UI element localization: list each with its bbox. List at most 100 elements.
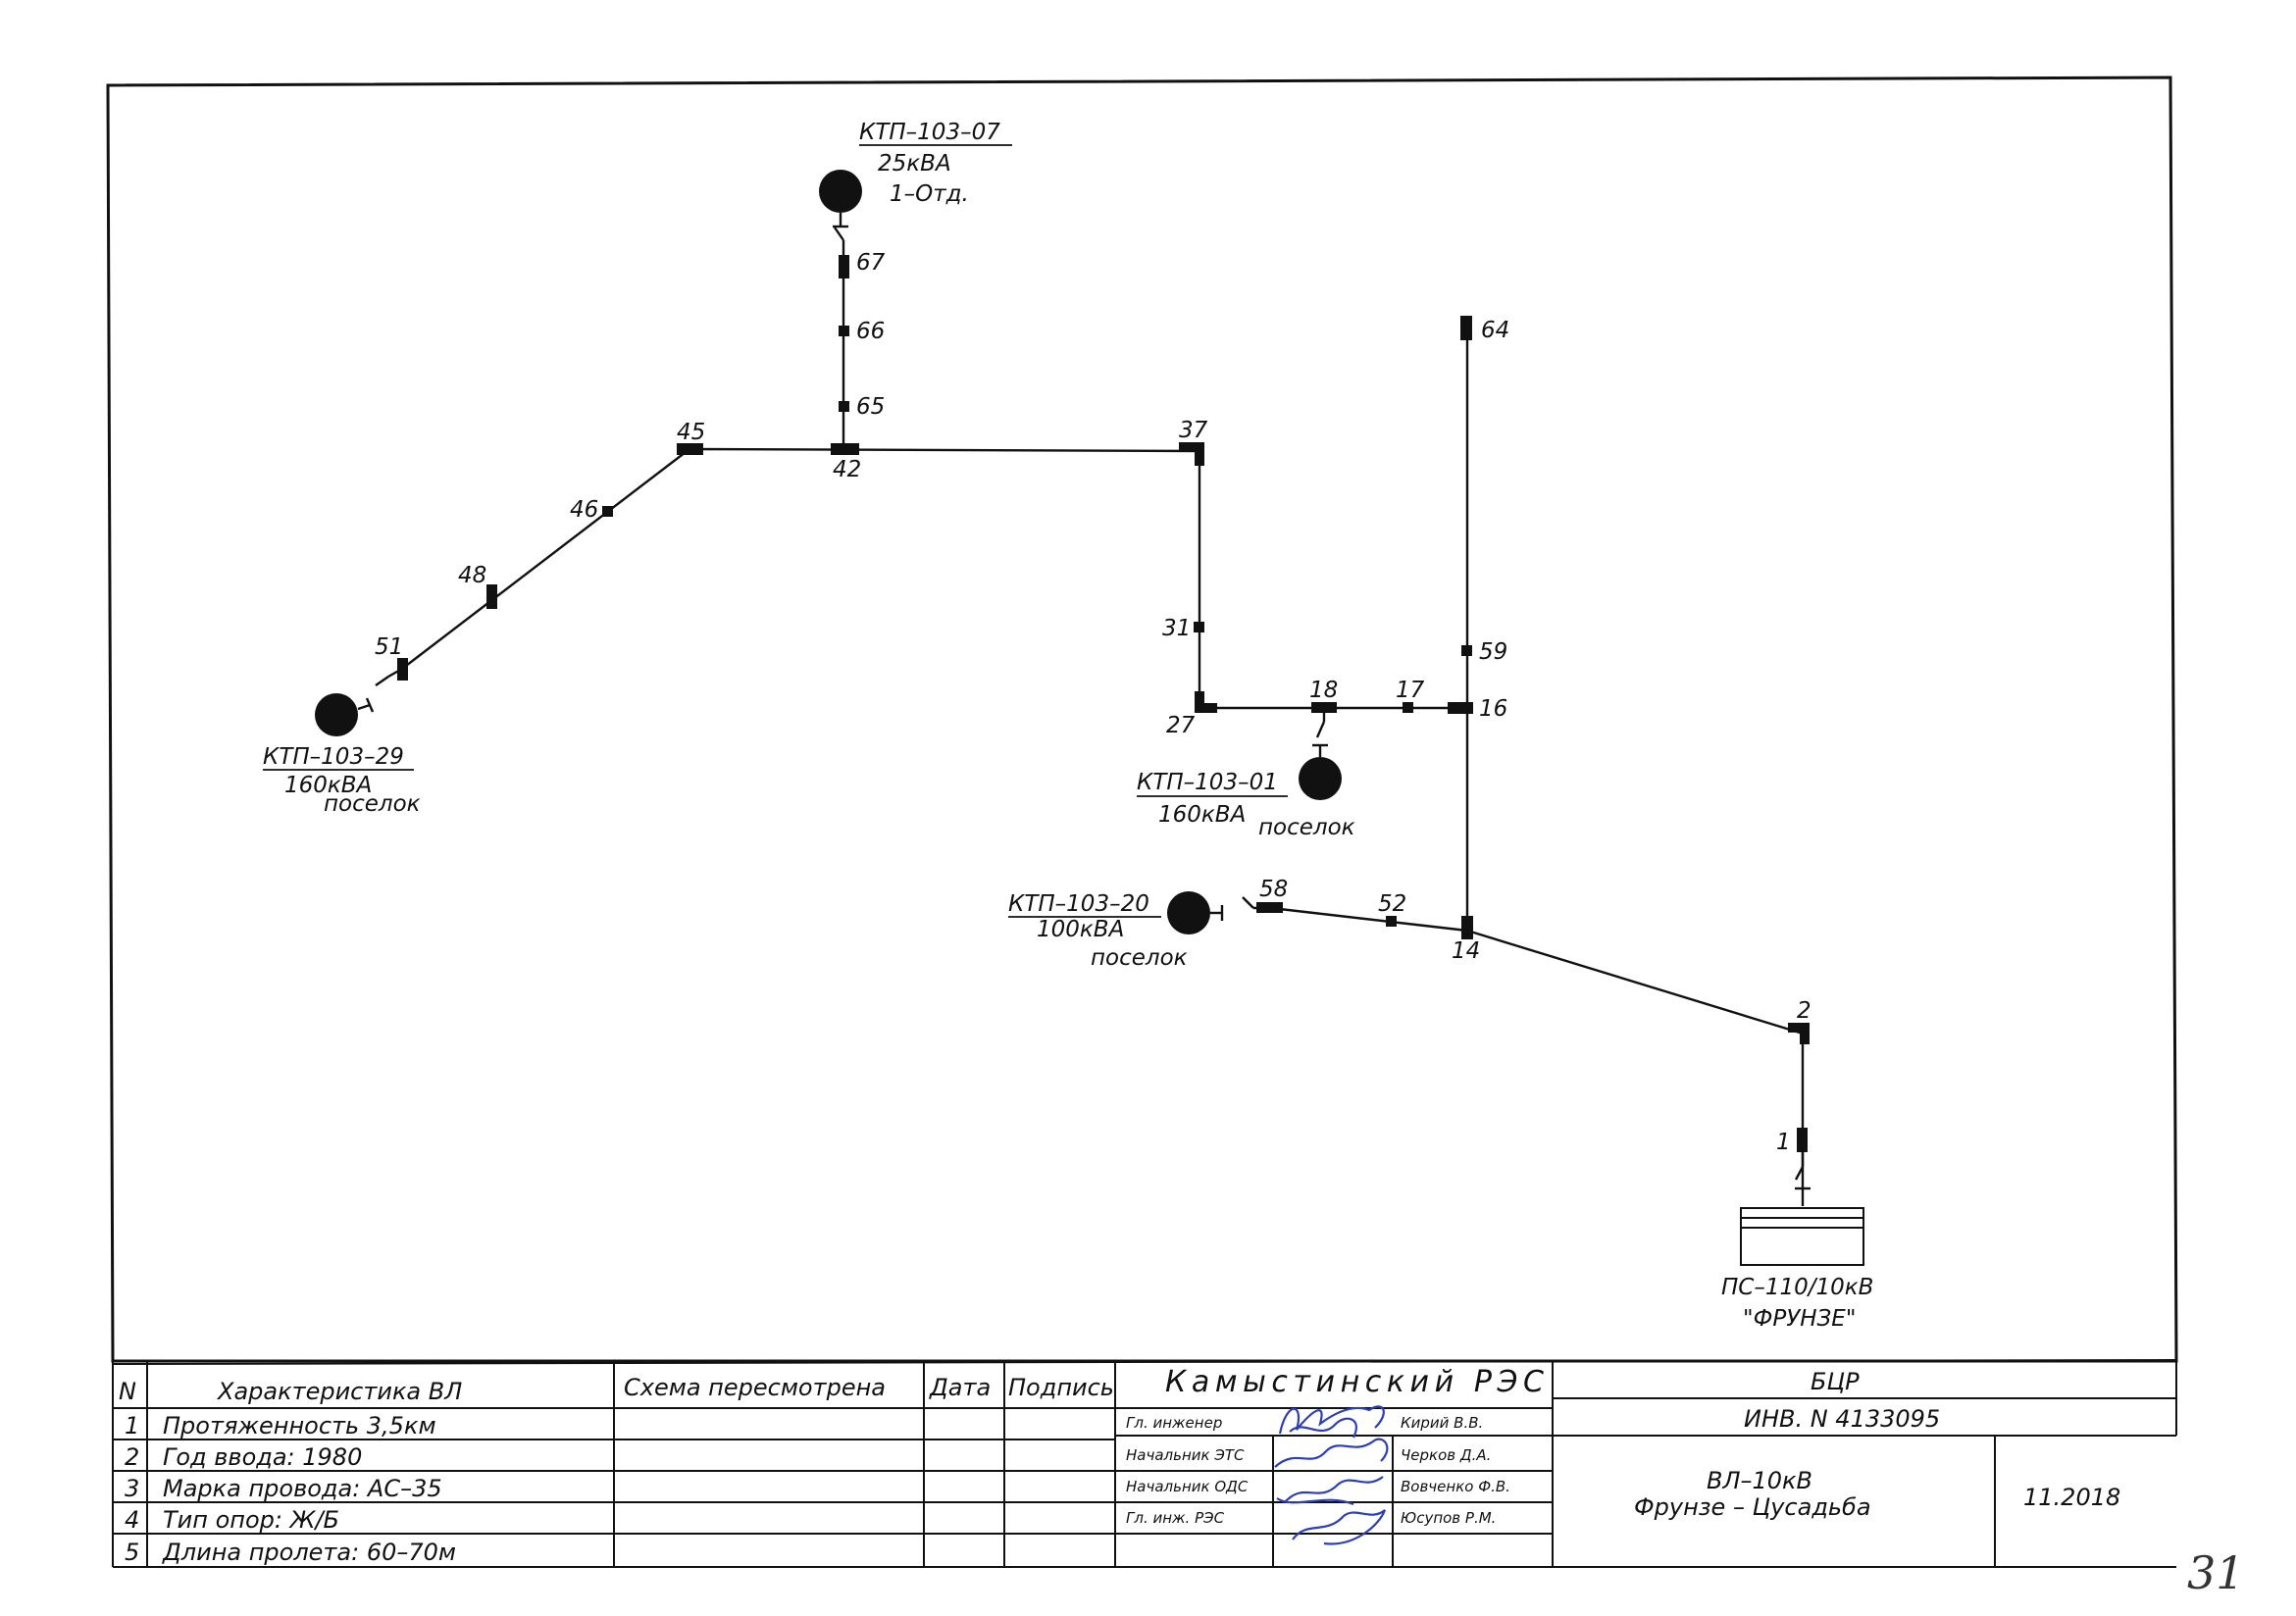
pole-27 <box>1195 691 1204 713</box>
pole-16 <box>1448 702 1473 714</box>
signer-3-name: Вовченко Ф.В. <box>1401 1478 1510 1495</box>
pole-51 <box>397 658 408 681</box>
pole-label-66: 66 <box>856 319 885 344</box>
pole-label-64: 64 <box>1481 318 1509 343</box>
pole-label-46: 46 <box>570 497 598 523</box>
signer-4-name: Юсупов Р.М. <box>1401 1509 1496 1527</box>
pole-52 <box>1386 916 1397 927</box>
ktp-103-07-label: КТП–103–07 25кВА 1–Отд. <box>859 120 1012 207</box>
ktp-103-29-name: КТП–103–29 <box>263 744 404 770</box>
pole-1 <box>1797 1128 1808 1152</box>
page-number: 31 <box>2187 1546 2245 1599</box>
ktp-103-01-label: КТП–103–01 160кВА поселок <box>1137 770 1355 840</box>
ktp-symbols <box>315 170 1342 934</box>
ktp-103-20-power: 100кВА <box>1037 917 1124 942</box>
ktp-103-29-symbol <box>315 693 358 736</box>
ktp-103-07-symbol <box>819 170 862 213</box>
main-substation-title: "ФРУНЗЕ" <box>1743 1306 1856 1332</box>
ktp-103-29-label: КТП–103–29 160кВА поселок <box>263 744 421 817</box>
row-3-text: Марка провода: АС–35 <box>163 1475 442 1502</box>
pole-58 <box>1256 902 1283 913</box>
ktp-103-20-label: КТП–103–20 100кВА поселок <box>1008 891 1188 971</box>
organization-name: Камыстинский РЭС <box>1165 1365 1544 1399</box>
pole-2b <box>1800 1023 1810 1044</box>
pole-label-16: 16 <box>1479 696 1507 722</box>
ktp-103-29-note: поселок <box>324 791 421 817</box>
pole-label-27: 27 <box>1166 713 1196 738</box>
main-substation-symbol <box>1740 1182 1864 1266</box>
department: БЦР <box>1811 1368 1860 1395</box>
overhead-line-wires <box>375 227 1805 1182</box>
row-4-text: Тип опор: Ж/Б <box>163 1506 339 1534</box>
pole-label-48: 48 <box>458 563 486 588</box>
pole-label-31: 31 <box>1162 616 1191 641</box>
pole-65 <box>839 401 849 412</box>
main-substation-label: ПС–110/10кВ "ФРУНЗЕ" <box>1721 1275 1873 1332</box>
scheme-date: 11.2018 <box>2023 1484 2120 1511</box>
row-5-text: Длина пролета: 60–70м <box>162 1539 456 1566</box>
poles <box>397 255 1810 1152</box>
line-name: ВЛ–10кВ <box>1707 1467 1812 1494</box>
header-review: Схема пересмотрена <box>624 1374 886 1401</box>
main-substation-name: ПС–110/10кВ <box>1721 1275 1873 1300</box>
pole-label-67: 67 <box>856 250 886 276</box>
pole-14 <box>1461 916 1473 939</box>
line-route: Фрунзе – Цусадьба <box>1634 1493 1871 1521</box>
pole-label-65: 65 <box>856 394 885 420</box>
pole-label-1: 1 <box>1776 1130 1791 1155</box>
signer-1-name: Кирий В.В. <box>1401 1414 1483 1432</box>
pole-48 <box>486 584 497 609</box>
row-2-n: 2 <box>125 1443 139 1471</box>
ktp-103-29-power: 160кВА <box>284 773 372 798</box>
ktp-103-20-note: поселок <box>1091 945 1188 971</box>
pole-37 <box>1179 442 1204 452</box>
pole-2 <box>1788 1023 1810 1033</box>
ktp-103-01-power: 160кВА <box>1158 802 1246 828</box>
title-block: N Характеристика ВЛ Схема пересмотрена Д… <box>112 1360 2177 1568</box>
ktp-103-07-name: КТП–103–07 <box>859 120 1000 145</box>
pole-label-58: 58 <box>1259 877 1288 902</box>
pole-label-14: 14 <box>1452 938 1480 964</box>
ktp-103-20-name: КТП–103–20 <box>1008 891 1149 917</box>
row-1-n: 1 <box>125 1412 139 1439</box>
pole-17 <box>1403 702 1413 713</box>
ktp-103-01-note: поселок <box>1258 815 1355 840</box>
pole-labels: 1 2 14 52 58 16 17 18 27 31 37 42 45 46 … <box>375 250 1811 1155</box>
pole-label-52: 52 <box>1378 891 1406 917</box>
pole-45 <box>677 443 703 455</box>
pole-66 <box>839 326 849 336</box>
pole-label-59: 59 <box>1479 639 1507 665</box>
signer-3-role: Начальник ОДС <box>1126 1478 1249 1495</box>
row-2-text: Год ввода: 1980 <box>163 1443 362 1471</box>
drawing-frame <box>106 76 2178 1363</box>
ktp-103-07-power: 25кВА <box>878 151 951 177</box>
pole-67 <box>839 255 849 278</box>
pole-59 <box>1461 645 1472 656</box>
signer-2-name: Черков Д.А. <box>1401 1446 1491 1464</box>
pole-label-17: 17 <box>1396 678 1425 703</box>
handwritten-signatures <box>1274 1405 1389 1545</box>
pole-18 <box>1311 702 1337 713</box>
pole-31 <box>1194 622 1204 632</box>
pole-label-51: 51 <box>375 634 403 660</box>
pole-46 <box>602 506 613 517</box>
pole-64 <box>1460 316 1472 340</box>
pole-label-42: 42 <box>833 457 861 482</box>
ktp-103-01-name: КТП–103–01 <box>1137 770 1278 795</box>
pole-37b <box>1195 442 1204 466</box>
header-date: Дата <box>929 1374 991 1401</box>
ktp-103-07-note: 1–Отд. <box>890 181 969 207</box>
pole-27b <box>1195 703 1217 713</box>
signer-1-role: Гл. инженер <box>1126 1414 1222 1432</box>
inventory-number: ИНВ. N 4133095 <box>1744 1405 1940 1433</box>
row-1-text: Протяженность 3,5км <box>163 1412 436 1439</box>
header-characteristic: Характеристика ВЛ <box>216 1378 462 1405</box>
ktp-103-20-symbol <box>1167 891 1210 934</box>
pole-label-18: 18 <box>1309 678 1338 703</box>
header-n: N <box>119 1378 136 1405</box>
header-signature: Подпись <box>1008 1374 1114 1401</box>
row-5-n: 5 <box>125 1539 139 1566</box>
signer-2-role: Начальник ЭТС <box>1126 1446 1245 1464</box>
pole-42 <box>831 443 859 455</box>
